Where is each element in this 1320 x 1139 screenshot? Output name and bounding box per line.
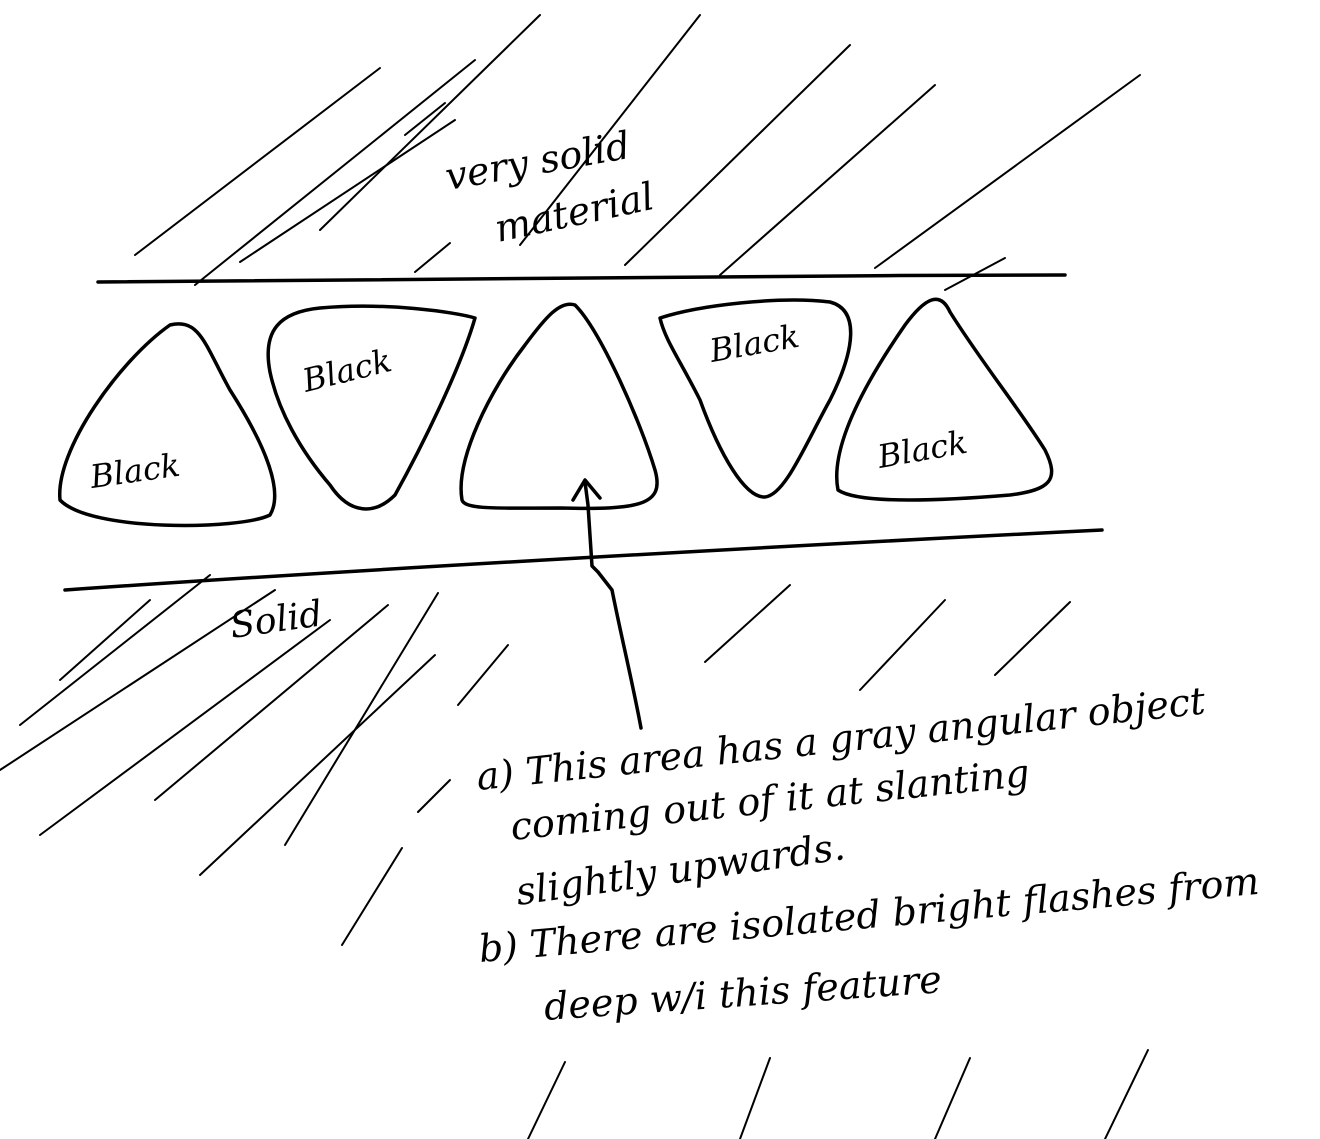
bottom-region-label: Solid (228, 593, 325, 646)
hatching-upper (134, 14, 1141, 291)
shape4-label: Black (706, 317, 802, 370)
triangle-shape-5 (835, 297, 1054, 502)
hatch-line (199, 654, 436, 876)
hatch-line (39, 619, 331, 836)
hatch-line (194, 59, 476, 286)
hatch-line (404, 102, 446, 136)
hatch-line (934, 1057, 971, 1139)
triangle-shape-4 (658, 298, 853, 499)
shape1-label: Black (87, 446, 183, 496)
hatch-line (19, 574, 211, 726)
hatch-line (874, 74, 1141, 269)
arrow-shaft (583, 480, 643, 730)
hatch-line (417, 779, 451, 813)
hatch-line (994, 601, 1071, 676)
annotation-notes: a) This area has a gray angular object c… (474, 679, 1261, 1029)
hatching-lower (0, 574, 1149, 1139)
hatch-line (284, 592, 439, 846)
upper-boundary-line (96, 273, 1067, 284)
hatch-line (1104, 1049, 1149, 1139)
hatch-line (457, 644, 509, 706)
hatch-line (59, 599, 151, 681)
triangle-shape-2 (266, 304, 477, 511)
lower-boundary-line (63, 528, 1104, 592)
hatch-line (134, 67, 381, 256)
hatch-line (414, 242, 451, 273)
triangle-shape-3 (459, 302, 659, 511)
hatch-line (519, 14, 701, 246)
hatch-line (239, 119, 456, 263)
hatch-line (624, 44, 851, 266)
note-b-line2: deep w/i this feature (543, 957, 943, 1029)
annotation-arrow (571, 478, 643, 730)
arrow-head (571, 478, 602, 502)
hatch-line (739, 1057, 771, 1139)
hatch-line (319, 14, 541, 231)
hatch-line (527, 1061, 566, 1139)
hatch-line (859, 599, 946, 691)
hatch-line (704, 584, 791, 663)
hatch-line (719, 84, 936, 276)
hatch-line (154, 604, 389, 801)
triangle-shape-1 (58, 322, 277, 528)
shape5-label: Black (874, 423, 970, 476)
shape2-label: Black (298, 341, 396, 400)
hatch-line (0, 589, 276, 771)
hatch-line (341, 847, 403, 946)
